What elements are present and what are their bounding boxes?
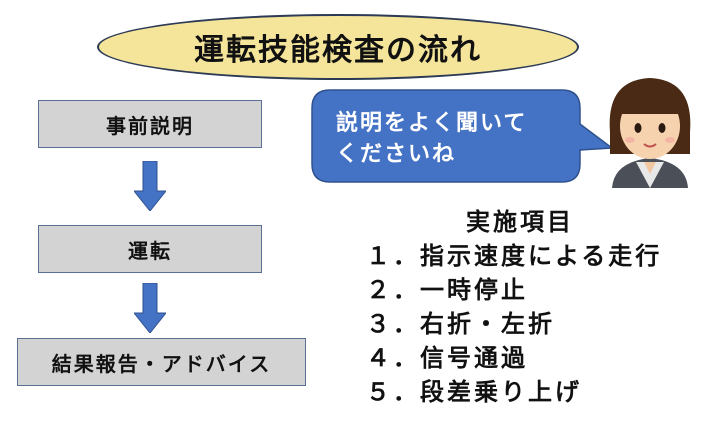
- title-banner: 運転技能検査の流れ: [97, 14, 579, 80]
- down-arrow-icon: [134, 283, 166, 333]
- diagram-title: 運転技能検査の流れ: [194, 33, 482, 68]
- flow-step-result-advice: 結果報告・アドバイス: [17, 338, 306, 386]
- checklist-item: ５．段差乗り上げ: [366, 378, 582, 406]
- flow-step-driving: 運転: [38, 225, 262, 273]
- flow-step-pre-explanation: 事前説明: [38, 100, 262, 148]
- woman-avatar-icon: [609, 78, 691, 188]
- down-arrow-icon: [134, 161, 166, 211]
- checklist-item: ３．右折・左折: [366, 310, 555, 338]
- checklist-item: ４．信号通過: [366, 344, 528, 372]
- speech-bubble-text: 説明をよく聞いて くださいね: [336, 108, 576, 170]
- speech-line: くださいね: [336, 142, 457, 167]
- speech-line: 説明をよく聞いて: [336, 111, 528, 136]
- checklist-heading: 実施項目: [466, 208, 574, 236]
- checklist-item: ２．一時停止: [366, 276, 528, 304]
- checklist-item: １．指示速度による走行: [366, 242, 663, 270]
